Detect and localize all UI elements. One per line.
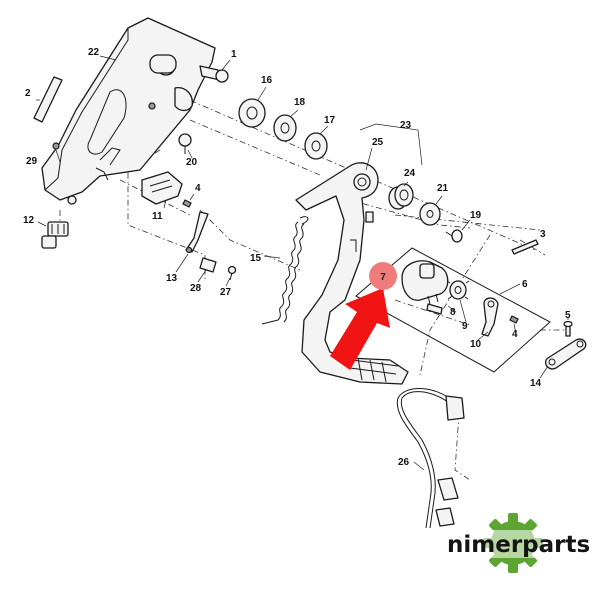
bolt-1 [199,65,229,83]
callout-27: 27 [220,287,232,298]
callout-10: 10 [470,339,482,350]
leader-lines [36,55,569,471]
pin [426,303,443,315]
link-plate [544,338,587,370]
callout-3: 3 [540,229,546,240]
callout-25: 25 [372,137,384,148]
washers [238,98,328,160]
callout-14: 14 [530,378,542,389]
lever-arm [481,297,499,337]
callout-4-upper: 4 [195,183,201,194]
screw-4-lower [509,315,519,324]
callout-17: 17 [324,115,336,126]
callout-13: 13 [166,273,178,284]
callout-6: 6 [522,279,528,290]
screw-5 [563,320,573,337]
sensor-housing [401,260,449,305]
callout-9: 9 [462,321,468,332]
small-nut [52,142,60,150]
highlight-part-7: 7 [330,262,397,370]
bushing [388,183,414,210]
callout-21: 21 [437,183,449,194]
callout-28: 28 [190,283,202,294]
long-bolt [511,239,539,255]
washer-21 [419,202,441,226]
callout-18: 18 [294,97,306,108]
callout-7: 7 [380,272,386,283]
gear-part [446,280,470,300]
screw-4-upper [182,199,192,208]
wire-harness [396,387,465,529]
callout-16: 16 [261,75,273,86]
callout-1: 1 [231,49,237,60]
callout-19: 19 [470,210,482,221]
callout-29: 29 [26,156,38,167]
callout-2: 2 [25,88,31,99]
callout-26: 26 [398,457,410,468]
rod [33,76,63,123]
callout-labels: 1 2 3 4 4 5 6 8 9 10 11 12 13 14 15 16 1… [23,47,571,468]
screw-27 [227,265,237,281]
brand-name: nimerparts [447,532,590,558]
screw-19 [445,229,463,243]
highlight-arrow-icon [330,288,390,370]
callout-8: 8 [450,307,456,318]
callout-22: 22 [88,47,100,58]
sensor-kit-frame [355,247,551,373]
bracket-plate [41,17,216,205]
callout-24: 24 [404,168,416,179]
clip [199,257,217,273]
highlight-marker [369,262,397,290]
pedal-lever [295,162,409,385]
coil-spring [261,216,309,325]
screw-20 [178,133,192,154]
callout-15: 15 [250,253,262,264]
callout-4-lower: 4 [512,329,518,340]
link-rod [185,211,209,254]
callout-23: 23 [400,120,412,131]
callout-11: 11 [152,211,163,222]
brand-logo: nimerparts [446,513,590,573]
callout-5: 5 [565,310,571,321]
threaded-adapter [41,221,69,249]
switch-bracket [141,171,183,205]
callout-12: 12 [23,215,35,226]
callout-20: 20 [186,157,198,168]
